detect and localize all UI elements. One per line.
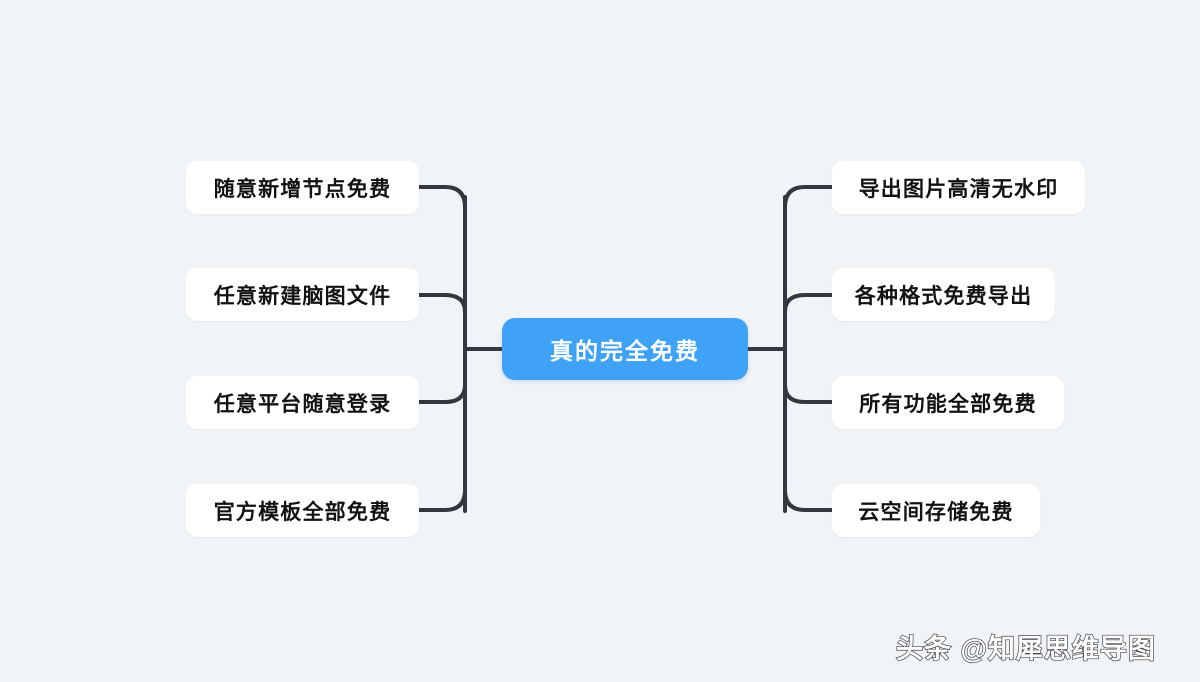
connector-left-3 <box>417 488 467 512</box>
connector-left-2 <box>417 383 467 404</box>
mindmap-node-right-2[interactable]: 各种格式免费导出 <box>832 268 1055 321</box>
mindmap-root-node[interactable]: 真的完全免费 <box>502 318 748 380</box>
mindmap-node-left-4[interactable]: 官方模板全部免费 <box>186 484 419 537</box>
mindmap-node-left-3[interactable]: 任意平台随意登录 <box>186 376 419 429</box>
connector-right-0 <box>783 185 834 209</box>
connector-left-0 <box>417 185 467 209</box>
watermark-text: 头条 @知犀思维导图 <box>895 633 1156 664</box>
connector-right-3 <box>783 488 834 512</box>
mindmap-node-left-1[interactable]: 随意新增节点免费 <box>186 161 419 214</box>
mindmap-node-right-1[interactable]: 导出图片高清无水印 <box>832 161 1085 214</box>
connector-right-1 <box>783 293 834 314</box>
connector-right-2 <box>783 383 834 404</box>
mindmap-node-right-4[interactable]: 云空间存储免费 <box>832 484 1040 537</box>
mindmap-node-right-3[interactable]: 所有功能全部免费 <box>832 376 1064 429</box>
connector-left-1 <box>417 293 467 314</box>
mindmap-node-left-2[interactable]: 任意新建脑图文件 <box>186 268 419 321</box>
